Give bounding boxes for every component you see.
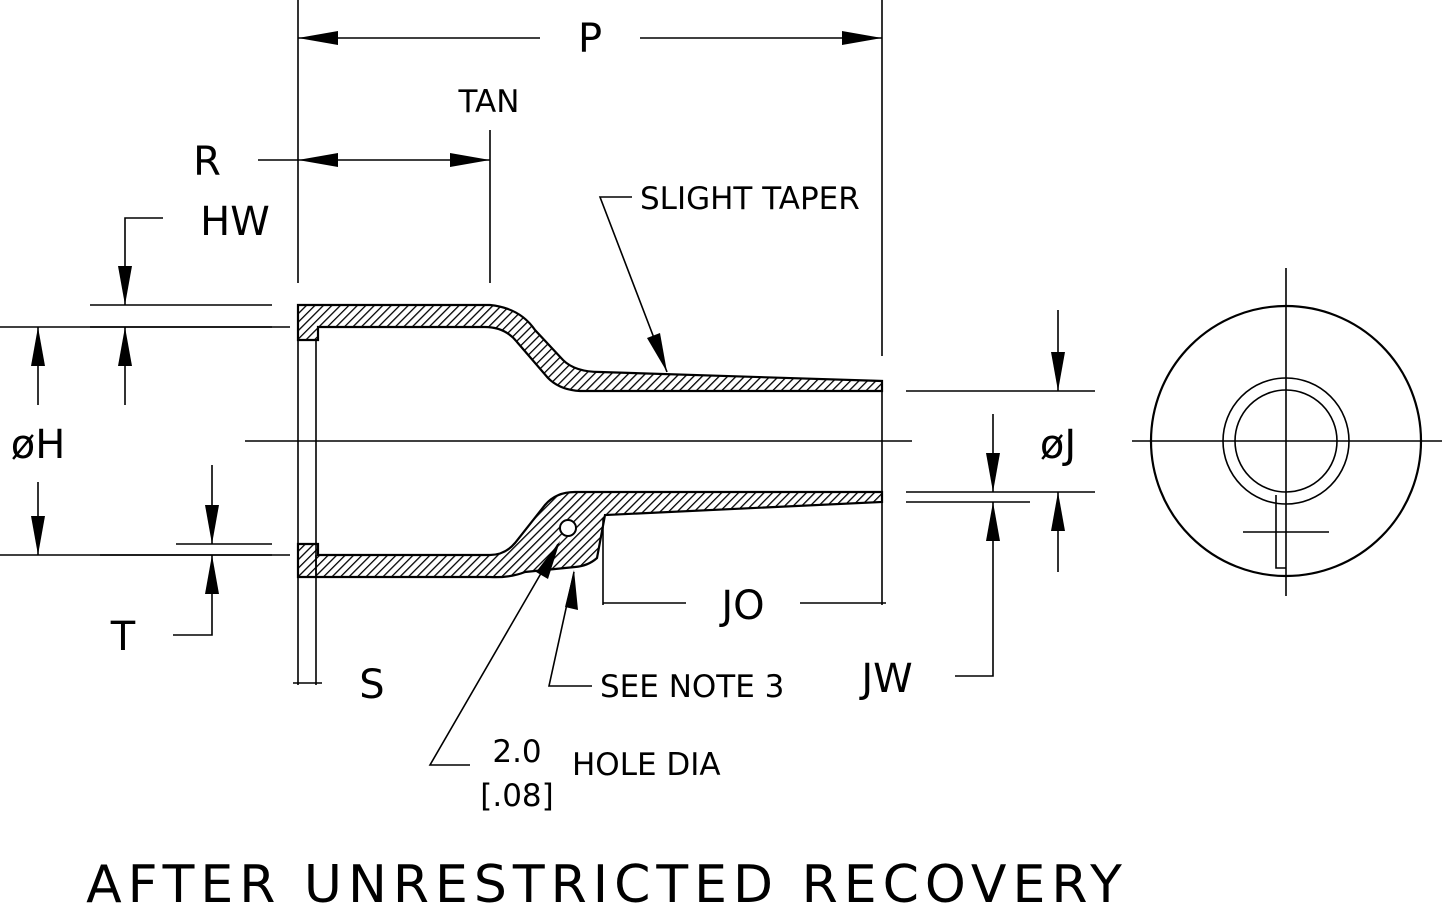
dim-t-label: T <box>110 614 136 660</box>
dim-t: T <box>100 465 272 660</box>
dim-p-label: P <box>578 16 602 62</box>
note3-leader: SEE NOTE 3 <box>548 570 784 705</box>
upper-wall <box>296 303 884 393</box>
end-view <box>1132 268 1442 596</box>
vent-hole <box>559 519 577 537</box>
taper-leader: SLIGHT TAPER <box>598 181 860 373</box>
dim-jw-label: JW <box>858 656 912 702</box>
tan-label: TAN <box>458 84 520 120</box>
dim-s: S <box>293 662 385 708</box>
dim-jw: JW <box>858 414 1030 702</box>
hole-mm-label: 2.0 <box>492 734 541 770</box>
slight-taper-label: SLIGHT TAPER <box>640 181 860 217</box>
dim-j: øJ <box>906 310 1095 572</box>
dim-h: øH <box>0 326 290 556</box>
lower-wall <box>296 490 884 579</box>
dim-j-label: øJ <box>1040 422 1076 468</box>
dim-jo: JO <box>602 391 886 629</box>
dim-h-label: øH <box>11 422 66 468</box>
part-section <box>296 303 884 685</box>
dim-hw-label: HW <box>200 199 270 245</box>
dim-hw: HW <box>90 199 272 405</box>
drawing-title: AFTER UNRESTRICTED RECOVERY <box>86 855 1128 906</box>
hole-dia-label: HOLE DIA <box>572 747 721 783</box>
dim-s-label: S <box>359 662 384 708</box>
dim-jo-label: JO <box>718 583 764 629</box>
end-view-slot <box>1275 495 1286 569</box>
dim-r-label: R <box>193 139 221 185</box>
dim-p: P <box>297 0 883 356</box>
hole-leader: 2.0 [.08] HOLE DIA <box>428 541 721 814</box>
hole-in-label: [.08] <box>480 778 554 814</box>
see-note-label: SEE NOTE 3 <box>600 669 784 705</box>
dim-r: TAN R <box>193 84 519 283</box>
